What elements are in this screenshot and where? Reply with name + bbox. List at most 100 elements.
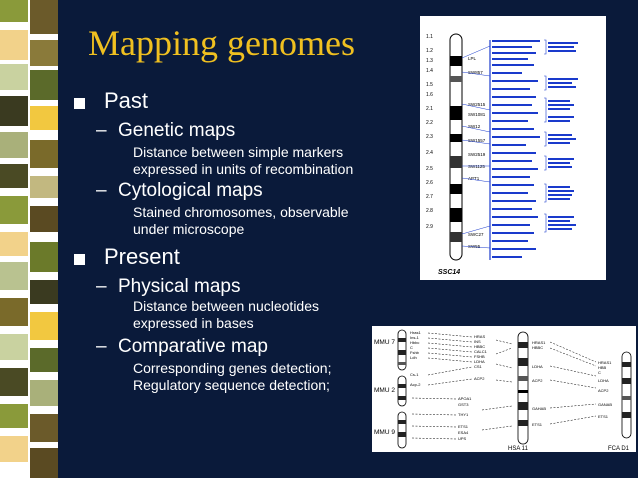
strip-block — [0, 96, 28, 126]
strip-block — [30, 106, 58, 130]
svg-text:LDHA: LDHA — [474, 359, 485, 364]
chromosome-band — [450, 76, 462, 82]
strip-block — [0, 368, 28, 396]
desc-line: under microscope — [133, 221, 245, 237]
band-label: 1.6 — [426, 92, 433, 98]
marker-label: SW1557 — [468, 138, 486, 143]
strip-block — [30, 414, 58, 442]
slide-title: Mapping genomes — [88, 23, 355, 63]
mouse-gene-labels: Hras1 Ins-1 Hbbc C Fshb Ldh Cs-1 Acp-2 — [410, 330, 421, 387]
chromosome-band — [450, 156, 462, 168]
svg-text:THY1: THY1 — [458, 412, 469, 417]
chromosome-map-figure: 1.1 1.2 1.3 1.4 1.5 1.6 2.1 2.2 2.3 2.4 … — [420, 16, 606, 280]
connector-lines — [411, 332, 513, 440]
svg-text:ETS1: ETS1 — [458, 424, 469, 429]
svg-text:Hbbc: Hbbc — [410, 340, 419, 345]
dash-icon: – — [96, 336, 107, 357]
svg-text:HRAS1: HRAS1 — [598, 360, 612, 365]
species-label: MMU 7 — [374, 339, 395, 346]
strip-block — [0, 404, 28, 428]
band-labels: 1.1 1.2 1.3 1.4 1.5 1.6 2.1 2.2 2.3 2.4 … — [426, 34, 433, 230]
chromosome-body — [449, 33, 463, 261]
strip-block — [0, 64, 28, 90]
strip-block — [30, 40, 58, 66]
strip-block — [30, 70, 58, 100]
svg-text:ESA4: ESA4 — [458, 430, 469, 435]
connector-lines-right — [549, 341, 597, 425]
chromosome-band — [450, 56, 462, 66]
bullet-label: Present — [104, 244, 180, 269]
band-label: 2.6 — [426, 180, 433, 186]
subbullet-label: Comparative map — [118, 336, 268, 357]
desc-line: Distance between nucleotides — [133, 298, 320, 314]
subbullet-label: Physical maps — [118, 276, 241, 297]
dash-icon: – — [96, 180, 107, 201]
strip-block — [0, 196, 28, 224]
band-label: 2.9 — [426, 224, 433, 230]
strip-block — [30, 0, 58, 34]
marker-label: SW2515 — [468, 102, 486, 107]
band-label: 1.2 — [426, 48, 433, 54]
band-label: 2.8 — [426, 208, 433, 214]
strip-block — [30, 280, 58, 304]
chromosome-label: SSC14 — [438, 269, 460, 276]
desc-line: Distance between simple markers — [133, 144, 344, 160]
svg-text:GAHAB: GAHAB — [532, 406, 546, 411]
strip-block — [30, 206, 58, 232]
desc-line: expressed in bases — [133, 315, 254, 331]
svg-text:CALC1: CALC1 — [474, 349, 488, 354]
strip-block — [0, 164, 28, 188]
svg-text:UPS: UPS — [458, 436, 467, 441]
svg-text:LDHA: LDHA — [532, 364, 543, 369]
subbullet-label: Genetic maps — [118, 120, 236, 141]
band-label: 2.4 — [426, 150, 433, 156]
svg-text:Hras1: Hras1 — [410, 330, 421, 335]
species-labels: MMU 7 MMU 2 MMU 9 — [374, 339, 395, 436]
dense-marker-block — [492, 40, 540, 258]
strip-block — [30, 176, 58, 198]
desc-line: Corresponding genes detection; — [133, 360, 332, 376]
human-gene-labels: HRAS INS HBBC CALC1 FSHB LDHA CS1 ACP2 A… — [458, 334, 488, 441]
svg-text:INS: INS — [474, 339, 481, 344]
band-label: 1.4 — [426, 68, 433, 74]
svg-text:Cs-1: Cs-1 — [410, 372, 419, 377]
svg-text:CS1: CS1 — [474, 364, 483, 369]
strip-block — [0, 334, 28, 360]
strip-block — [30, 312, 58, 340]
decorative-strip — [0, 0, 58, 478]
subbullet-comparative-map: – Comparative map — [96, 336, 268, 358]
chromosome-label: FCA D1 — [608, 446, 630, 452]
band-label: 2.5 — [426, 166, 433, 172]
strip-block — [0, 298, 28, 326]
comparative-map-figure: MMU 7 MMU 2 MMU 9 Hras1 Ins-1 Hbbc C Fsh… — [372, 326, 636, 452]
strip-block — [0, 232, 28, 256]
band-label: 2.1 — [426, 106, 433, 112]
svg-text:HBBC: HBBC — [532, 345, 543, 350]
band-label: 2.2 — [426, 120, 433, 126]
marker-label: SW2519 — [468, 152, 486, 157]
desc-line: Stained chromosomes, observable — [133, 204, 349, 220]
cluster-brackets — [544, 39, 547, 233]
marker-ticks — [461, 45, 491, 249]
subbullet-genetic-maps: – Genetic maps — [96, 120, 236, 142]
marker-label: SW857 — [468, 70, 483, 75]
strip-block — [30, 242, 58, 272]
subbullet-cytological-maps: – Cytological maps — [96, 180, 263, 202]
chromosome-band — [450, 184, 462, 194]
marker-clusters — [548, 42, 578, 230]
strip-block — [30, 380, 58, 406]
marker-label: SW1081 — [468, 112, 486, 117]
svg-text:HRAS: HRAS — [474, 334, 485, 339]
chromosome-band — [450, 208, 462, 222]
subbullet-physical-maps: – Physical maps — [96, 276, 241, 298]
marker-labels: LPL SW857 SW2515 SW1081 SW12 SW1557 SW25… — [468, 56, 486, 249]
bullet-past: Past — [74, 88, 374, 122]
species-label: MMU 2 — [374, 387, 395, 394]
svg-text:HRAS1: HRAS1 — [532, 340, 546, 345]
svg-text:ACP2: ACP2 — [598, 388, 609, 393]
strip-block — [30, 140, 58, 168]
svg-text:ETS1: ETS1 — [598, 414, 609, 419]
chromosome-label: HSA 11 — [508, 446, 529, 452]
marker-label: SW55 — [468, 244, 481, 249]
